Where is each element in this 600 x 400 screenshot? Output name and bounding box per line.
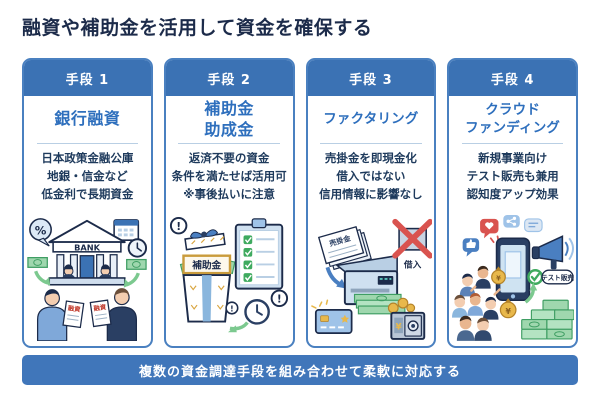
subsidy-illustration-icon: ! 補助金	[170, 216, 289, 333]
svg-text:!: !	[230, 304, 234, 313]
card2-illustration: ! 補助金	[166, 208, 293, 346]
card2-title-line1: 補助金	[204, 98, 254, 118]
method-cards: 手段 1 銀行融資 日本政策金融公庫 地銀・信金など 低金利で長期資金 %	[22, 58, 578, 348]
coins-icon	[387, 297, 416, 314]
svg-text:融資: 融資	[68, 303, 82, 314]
money-bag-icon: ¥	[499, 298, 517, 319]
card2-description: 返済不要の資金 条件を満たせば活用可 ※事後払いに注意	[171, 151, 287, 201]
test-sale-check-icon: テスト販売	[526, 268, 574, 286]
safe-icon: ¥	[390, 311, 426, 340]
money-bag-icon: ¥	[490, 266, 506, 285]
card2-divider	[178, 143, 280, 144]
card4-title-line2: ファンディング	[465, 119, 561, 136]
card-crowdfunding: 手段 4 クラウド ファンディング 新規事業向け テスト販売も兼用 認知度アップ…	[447, 58, 578, 348]
card1-title: 銀行融資	[24, 96, 151, 143]
comment-bubble-icon	[523, 218, 543, 233]
card1-description: 日本政策金融公庫 地銀・信金など 低金利で長期資金	[41, 151, 134, 201]
card2-title: 補助金 助成金	[166, 96, 293, 143]
card3-title: ファクタリング	[308, 96, 435, 143]
invoice-stack-icon: 売掛金	[317, 225, 372, 271]
money-arrow-right-icon	[124, 258, 148, 288]
svg-text:!: !	[176, 220, 181, 233]
bank-building-icon: BANK	[48, 219, 127, 279]
card4-title-line1: クラウド	[485, 101, 541, 118]
crowdfunding-illustration-icon: テスト販売	[451, 215, 574, 341]
deadline-clock-icon	[228, 299, 271, 333]
card3-divider	[320, 143, 422, 144]
heart-bubble-icon	[479, 218, 499, 239]
alert-icon: !	[170, 216, 188, 235]
like-bubble-icon	[462, 238, 479, 257]
card3-illustration: 売掛金	[308, 208, 435, 346]
alert-small-icon: !	[225, 301, 239, 315]
card-bank-loan: 手段 1 銀行融資 日本政策金融公庫 地銀・信金など 低金利で長期資金 %	[22, 58, 153, 348]
svg-text:!: !	[277, 293, 282, 306]
svg-text:融資: 融資	[93, 302, 107, 313]
card1-divider	[36, 143, 139, 144]
page-title: 融資や補助金を活用して資金を確保する	[22, 17, 373, 39]
smartphone-icon	[495, 237, 530, 302]
card3-title-line: ファクタリング	[323, 110, 419, 127]
cash-stack-icon	[520, 299, 574, 340]
no-borrowing-icon: 借入	[392, 218, 432, 270]
footer-banner: 複数の資金調達手段を組み合わせて柔軟に対応する	[22, 355, 578, 385]
gift-box-icon	[182, 274, 232, 323]
card4-illustration: テスト販売	[449, 208, 576, 346]
share-bubble-icon	[502, 215, 520, 228]
card2-badge: 手段 2	[165, 60, 293, 96]
card1-illustration: % BANK	[24, 208, 151, 346]
card4-description: 新規事業向け テスト販売も兼用 認知度アップ効果	[466, 151, 559, 201]
customer-right-icon	[107, 288, 138, 341]
card4-title: クラウド ファンディング	[449, 96, 576, 143]
percent-bubble-icon: %	[29, 218, 53, 247]
megaphone-icon	[531, 235, 574, 270]
money-arrow-left-icon	[27, 257, 51, 286]
subsidy-plaque-icon: 補助金	[182, 254, 232, 275]
credit-card-icon	[311, 299, 353, 335]
svg-text:BANK: BANK	[74, 242, 101, 252]
card1-title-line: 銀行融資	[54, 109, 121, 129]
svg-text:テスト販売: テスト販売	[541, 273, 574, 282]
factoring-illustration-icon: 売掛金	[311, 218, 432, 340]
card1-badge: 手段 1	[24, 60, 151, 96]
loan-document-right-icon: 融資	[89, 299, 113, 328]
svg-text:¥: ¥	[395, 322, 401, 332]
customer-left-icon	[37, 289, 68, 341]
gift-lid-icon	[184, 229, 226, 251]
loan-document-left-icon: 融資	[62, 300, 85, 329]
svg-text:補助金: 補助金	[191, 258, 221, 271]
cash-output-icon	[353, 293, 406, 315]
checkbox-row-icons	[243, 235, 275, 282]
clock-icon	[128, 238, 148, 258]
growth-arrow-icon	[524, 282, 537, 304]
bank-loan-illustration-icon: % BANK	[27, 218, 148, 341]
calendar-icon	[113, 219, 140, 241]
checklist-clipboard-icon	[234, 218, 284, 290]
card3-badge: 手段 3	[307, 60, 435, 96]
svg-text:¥: ¥	[505, 307, 511, 316]
card-factoring: 手段 3 ファクタリング 売掛金を即現金化 借入ではない 信用情報に影響なし 売…	[305, 58, 437, 348]
card-subsidy: 手段 2 補助金 助成金 返済不要の資金 条件を満たせば活用可 ※事後払いに注意…	[163, 58, 295, 348]
card3-description: 売掛金を即現金化 借入ではない 信用情報に影響なし	[319, 151, 423, 201]
svg-text:¥: ¥	[496, 274, 501, 282]
alert-icon: !	[270, 289, 289, 308]
svg-text:%: %	[35, 223, 47, 237]
card2-title-line2: 助成金	[204, 119, 254, 139]
svg-text:借入: 借入	[403, 258, 422, 270]
card4-divider	[461, 143, 564, 144]
crowd-icon	[451, 265, 501, 341]
card4-badge: 手段 4	[449, 60, 576, 96]
